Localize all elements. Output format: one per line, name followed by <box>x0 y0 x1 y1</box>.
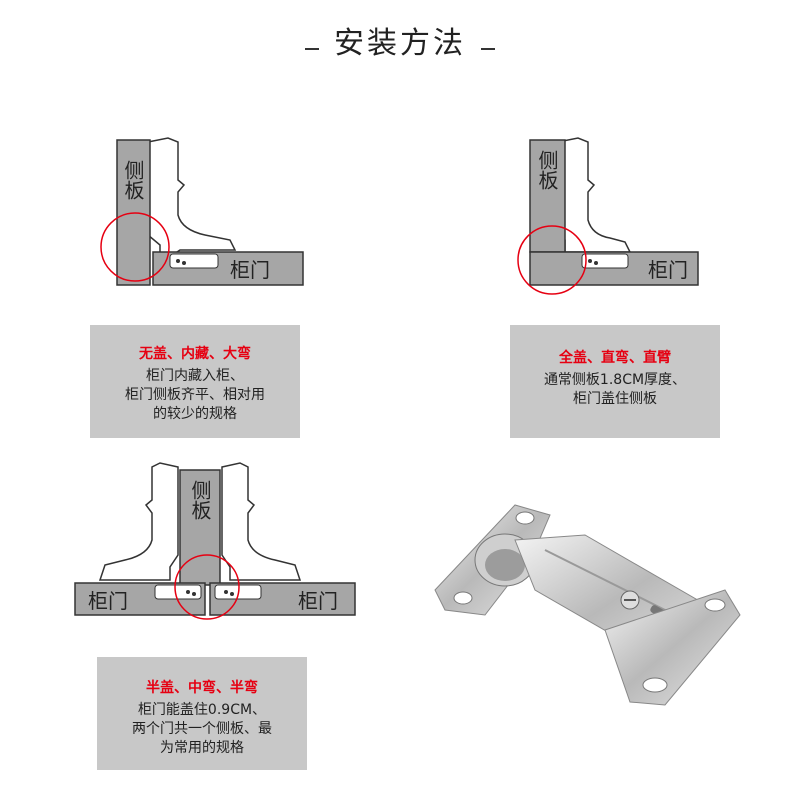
door-label: 柜门 <box>648 258 688 282</box>
highlight-circle <box>517 225 587 295</box>
method-card-half-overlay: 半盖、中弯、半弯 柜门能盖住0.9CM、 两个门共一个侧板、最 为常用的规格 <box>97 657 307 770</box>
door-label-right: 柜门 <box>298 589 338 613</box>
method-heading: 全盖、直弯、直臂 <box>559 350 671 366</box>
hinge-outline <box>557 137 632 253</box>
title-dash-right <box>481 47 496 50</box>
method-description: 柜门内藏入柜、 柜门侧板齐平、相对用 的较少的规格 <box>125 368 265 422</box>
hinge-product-image <box>434 504 741 706</box>
hinge-cup <box>169 253 219 269</box>
side-panel-label: 侧板 <box>121 160 145 200</box>
method-description: 通常侧板1.8CM厚度、 柜门盖住侧板 <box>543 372 687 407</box>
method-card-inset: 无盖、内藏、大弯 柜门内藏入柜、 柜门侧板齐平、相对用 的较少的规格 <box>90 325 300 438</box>
side-panel <box>529 139 566 253</box>
title-dash-left <box>304 47 319 50</box>
method-heading: 无盖、内藏、大弯 <box>139 346 251 362</box>
diagram-half-overlay: 侧板 柜门 柜门 <box>74 462 356 620</box>
side-panel-label: 侧板 <box>535 150 559 190</box>
side-panel-label: 侧板 <box>188 480 212 520</box>
hinge-cup-left <box>154 584 202 600</box>
hinge-outline-right <box>221 462 302 581</box>
hinge-cup <box>581 253 629 269</box>
page-header: 安装方法 <box>0 18 800 62</box>
method-heading: 半盖、中弯、半弯 <box>146 680 258 696</box>
highlight-circle <box>100 212 170 282</box>
mounting-plate <box>604 589 741 706</box>
door-label: 柜门 <box>230 258 270 282</box>
door-label-left: 柜门 <box>88 589 128 613</box>
diagram-inset-mount: 侧板 柜门 <box>100 137 304 286</box>
hinge-outline <box>147 137 237 261</box>
hinge-outline-left <box>98 462 179 581</box>
method-card-full-overlay: 全盖、直弯、直臂 通常侧板1.8CM厚度、 柜门盖住侧板 <box>510 325 720 438</box>
page-title: 安装方法 <box>334 26 466 61</box>
highlight-circle <box>174 554 240 620</box>
diagram-full-overlay: 侧板 柜门 <box>517 137 699 295</box>
method-description: 柜门能盖住0.9CM、 两个门共一个侧板、最 为常用的规格 <box>132 702 272 756</box>
